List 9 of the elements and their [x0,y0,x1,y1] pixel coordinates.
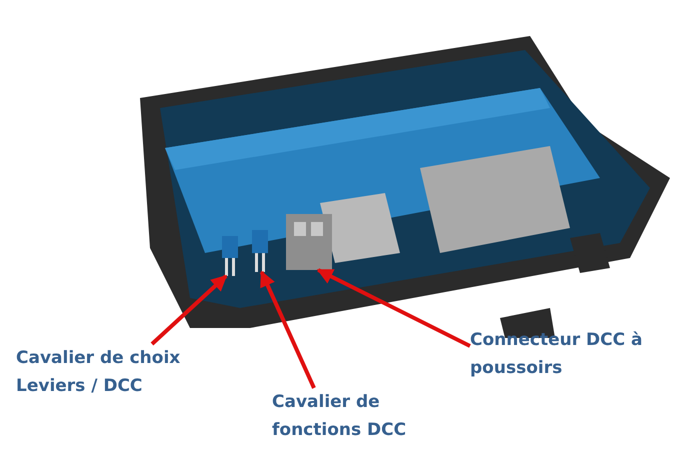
callout-text: Cavalier de fonctions DCC [272,388,447,444]
callout-text: Connecteur DCC à poussoirs [470,326,685,382]
jumper [252,230,268,272]
leader-arrow [260,270,316,389]
callout-text: Cavalier de choix Leviers / DCC [16,344,241,400]
leader-arrow [316,268,471,348]
leader-arrow [150,274,228,346]
jumper [222,236,238,276]
push-terminal-connector [286,214,332,270]
